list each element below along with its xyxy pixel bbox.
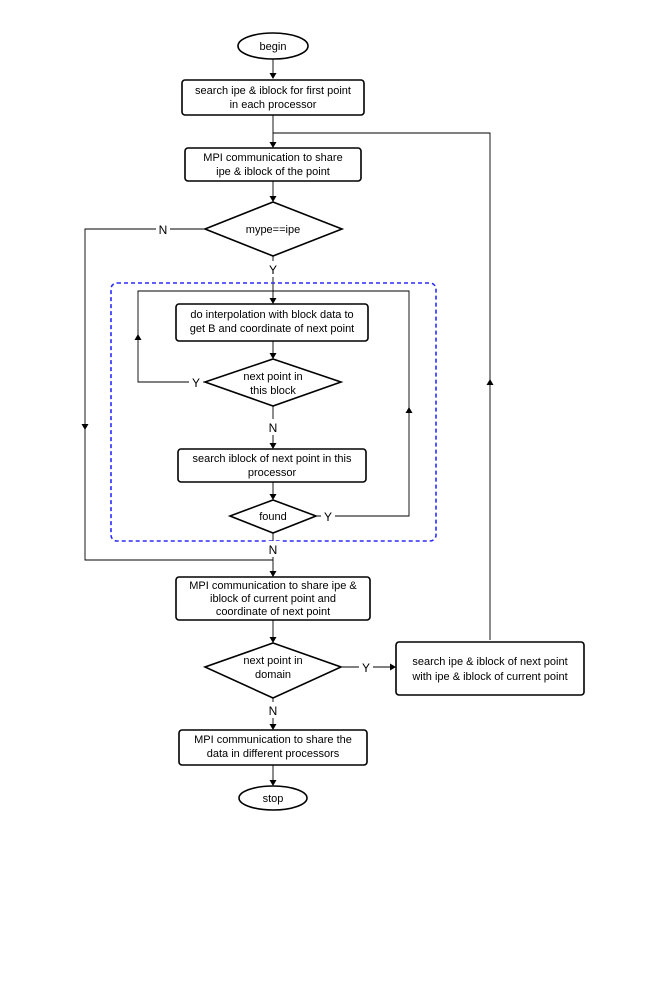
next-in-block-line-2: this block — [250, 385, 296, 397]
next-in-domain-line-2: domain — [255, 669, 291, 681]
next-in-block-decision: next point in this block — [202, 358, 344, 407]
domain-yes-label: Y — [362, 661, 370, 675]
interpolation-line-1: do interpolation with block data to — [190, 309, 353, 321]
block-no-label: N — [269, 421, 278, 435]
next-in-domain-line-1: next point in — [243, 655, 302, 667]
mpi-share-current-box: MPI communication to share ipe & iblock … — [175, 576, 371, 621]
begin-terminal: begin — [237, 32, 309, 60]
mpi-share-current-line-1: MPI communication to share ipe & — [189, 580, 357, 592]
mpi-share-data-line-1: MPI communication to share the — [194, 734, 352, 746]
search-first-line-1: search ipe & iblock for first point — [195, 85, 351, 97]
search-next-ipe-line-1: search ipe & iblock of next point — [412, 656, 567, 668]
mpi-share-point-line-2: ipe & iblock of the point — [216, 166, 330, 178]
arrowheads — [81, 73, 494, 786]
mpi-share-point-box: MPI communication to share ipe & iblock … — [184, 147, 362, 182]
search-next-ipe-box: search ipe & iblock of next point with i… — [395, 641, 585, 696]
found-label: found — [259, 511, 287, 523]
mype-ipe-decision: mype==ipe — [202, 201, 345, 257]
search-iblock-line-1: search iblock of next point in this — [193, 453, 352, 465]
mype-yes-label: Y — [269, 263, 277, 277]
mpi-share-point-line-1: MPI communication to share — [203, 152, 342, 164]
search-next-ipe-line-2: with ipe & iblock of current point — [411, 671, 567, 683]
mpi-share-data-line-2: data in different processors — [207, 748, 340, 760]
search-iblock-box: search iblock of next point in this proc… — [177, 448, 367, 483]
next-in-domain-decision: next point in domain — [202, 642, 344, 699]
block-loop-region — [110, 282, 437, 542]
search-iblock-line-2: processor — [248, 467, 297, 479]
interpolation-line-2: get B and coordinate of next point — [190, 323, 355, 335]
stop-terminal: stop — [238, 785, 308, 811]
begin-label: begin — [260, 41, 287, 53]
domain-no-label: N — [269, 704, 278, 718]
mype-ipe-label: mype==ipe — [246, 224, 300, 236]
found-yes-label: Y — [324, 510, 332, 524]
search-first-point-box: search ipe & iblock for first point in e… — [181, 79, 365, 116]
found-no-label: N — [269, 543, 278, 557]
mpi-share-data-box: MPI communication to share the data in d… — [178, 729, 368, 766]
mpi-share-current-line-3: coordinate of next point — [216, 606, 330, 618]
mype-no-label: N — [159, 223, 168, 237]
search-first-line-2: in each processor — [230, 99, 317, 111]
stop-label: stop — [263, 793, 284, 805]
edge-labels: N Y Y N Y N Y N — [156, 221, 373, 718]
interpolation-box: do interpolation with block data to get … — [175, 303, 369, 342]
next-in-block-line-1: next point in — [243, 371, 302, 383]
block-yes-label: Y — [192, 376, 200, 390]
mpi-share-current-line-2: iblock of current point and — [210, 593, 336, 605]
found-decision: found — [227, 499, 319, 534]
